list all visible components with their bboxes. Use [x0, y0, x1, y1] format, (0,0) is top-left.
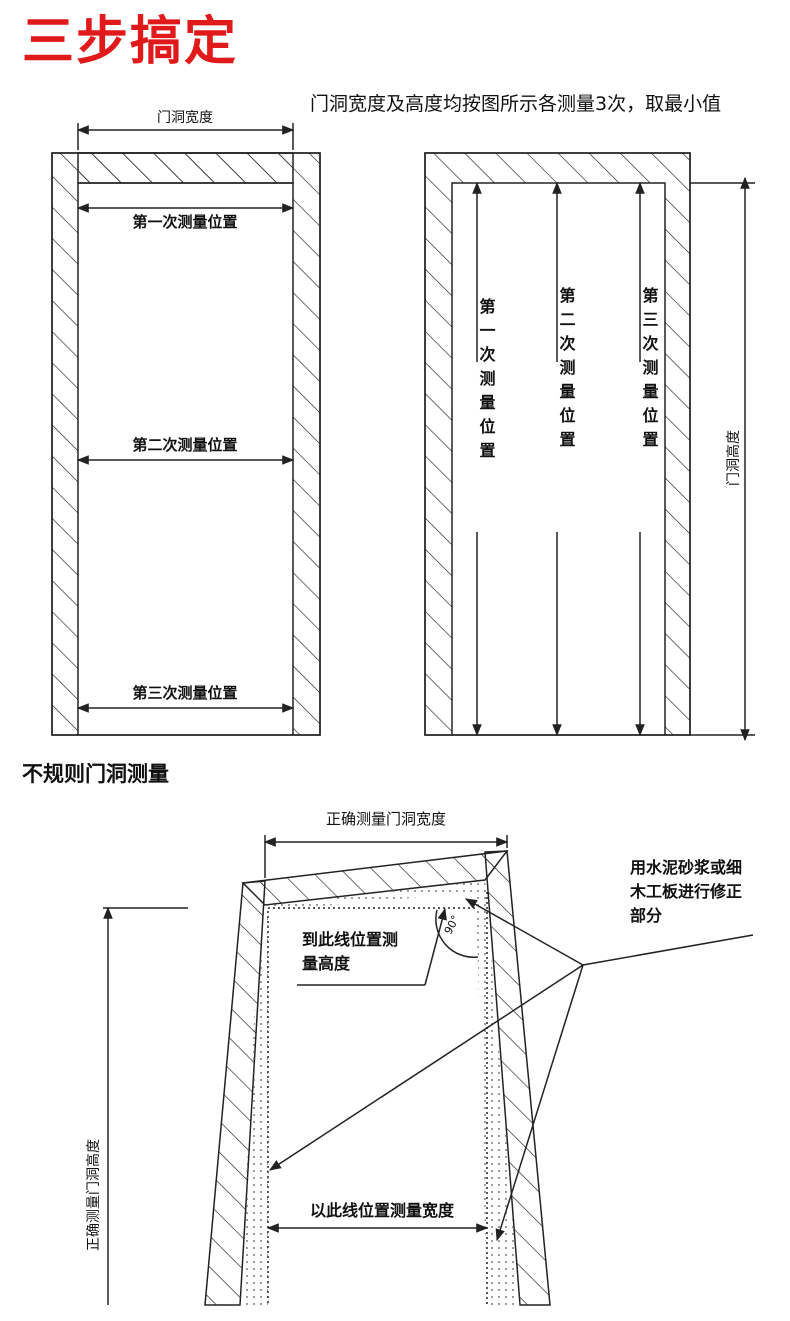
width-position-2: 第二次测量位置: [132, 436, 237, 454]
pointer-right: [495, 964, 584, 1242]
angle-label: 90°: [442, 913, 463, 936]
width-measurement-diagram: [51, 123, 321, 736]
height-note-pointer: [424, 907, 447, 986]
width-position-3: 第三次测量位置: [132, 684, 237, 702]
irr-width-label: 正确测量门洞宽度: [326, 810, 446, 828]
height-position-2: 第二次测量位置: [557, 286, 576, 455]
note-leader: [582, 934, 754, 966]
irr-height-label: 正确测量门洞高度: [85, 1139, 102, 1251]
repair-note: 用水泥砂浆或细木工板进行修正部分: [630, 858, 743, 925]
width-position-1: 第一次测量位置: [132, 213, 237, 231]
height-dimension-label: 门洞高度: [725, 430, 742, 486]
height-position-1: 第一次测量位置: [477, 297, 496, 466]
width-dimension-label: 门洞宽度: [157, 109, 213, 126]
pointer-left: [268, 964, 584, 1171]
height-line-note: 到此线位置测量高度: [302, 930, 399, 973]
section-title-irregular: 不规则门洞测量: [22, 762, 169, 786]
measurement-instruction: 门洞宽度及高度均按图所示各测量3次，取最小值: [310, 93, 722, 115]
width-line-note: 以此线位置测量宽度: [310, 1201, 455, 1220]
height-position-3: 第三次测量位置: [640, 286, 659, 455]
page-title: 三步搞定: [22, 12, 239, 72]
pointer-top: [464, 898, 584, 966]
angle-arc: [435, 909, 479, 958]
correction-strip-top: [265, 880, 485, 911]
correction-strip-left: [240, 911, 268, 1305]
irregular-opening-diagram: [103, 835, 754, 1306]
